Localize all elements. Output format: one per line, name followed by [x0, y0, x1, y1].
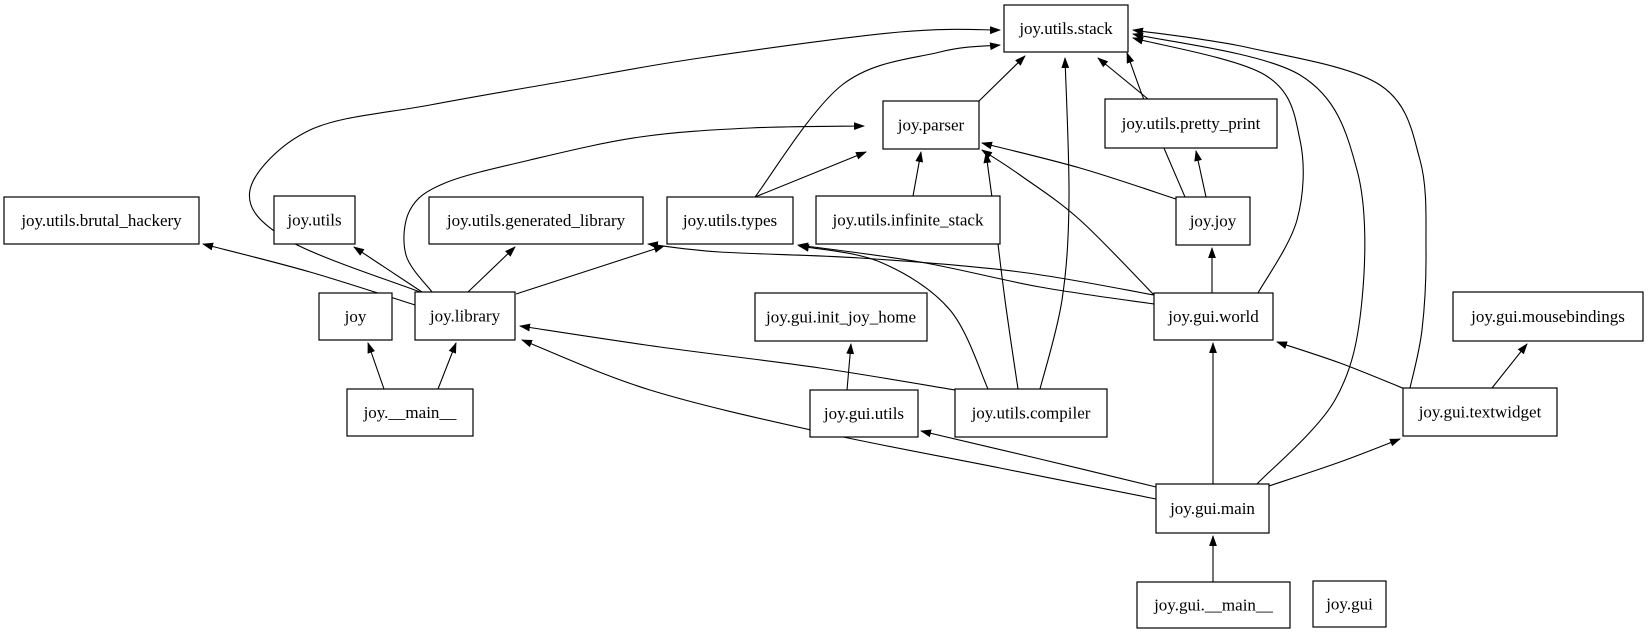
node-box-joy: [318, 292, 393, 341]
node-box-joy-utils-stack: [1003, 4, 1129, 53]
edge-joy-utils-types-to-joy-utils-stack: [754, 42, 1001, 198]
edge-joy-gui-world-to-joy-utils-stack: [1132, 36, 1304, 294]
edge-joy-gui-world-to-joy-parser: [981, 149, 1155, 296]
nodes-layer: joy.utils.stack joy.parser joy.utils.prett…: [3, 4, 1644, 629]
edge-joy-library-to-joy-utils: [353, 246, 423, 293]
node-joy-utils-brutal-hackery: joy.utils.brutal_hackery: [3, 196, 200, 245]
node-label-joy-utils-generated-library: joy.utils.generated_library: [446, 211, 626, 230]
edge-joy-joy-to-joy-utils-pretty-print: [1194, 150, 1207, 198]
node-label-joy-gui: joy.gui: [1325, 595, 1373, 614]
node-label-joy-utils-infinite-stack: joy.utils.infinite_stack: [832, 211, 984, 230]
node-joy-gui-textwidget: joy.gui.textwidget: [1402, 387, 1558, 437]
node-label-joy-joy: joy.joy: [1189, 212, 1237, 231]
edge-joy-utils-infinite-stack-to-joy-parser: [912, 151, 924, 197]
node-label-joy-utils-compiler: joy.utils.compiler: [971, 404, 1091, 423]
node-joy-joy: joy.joy: [1175, 196, 1251, 246]
node-label-joy-main: joy.__main__: [363, 403, 457, 422]
node-joy-utils-infinite-stack: joy.utils.infinite_stack: [815, 195, 1001, 245]
edge-joy-library-to-joy-utils-generated-library: [467, 246, 516, 293]
node-box-joy-utils-generated-library: [428, 196, 644, 245]
node-box-joy-gui: [1312, 580, 1387, 628]
edge-joy-joy-to-joy-parser: [981, 141, 1177, 200]
node-box-joy-gui-utils: [809, 389, 919, 438]
node-box-joy-utils: [273, 195, 356, 245]
edge-joy-utils-compiler-to-joy-parser: [983, 152, 1019, 390]
node-joy-utils-types: joy.utils.types: [666, 196, 794, 245]
edge-joy-utils-compiler-to-joy-library: [519, 323, 956, 391]
node-box-joy-utils-pretty-print: [1104, 98, 1278, 149]
node-box-joy-gui-world: [1153, 292, 1274, 341]
node-joy: joy: [318, 292, 393, 341]
node-label-joy-utils-stack: joy.utils.stack: [1018, 19, 1113, 38]
node-box-joy-parser: [882, 100, 980, 150]
node-joy-utils-pretty-print: joy.utils.pretty_print: [1104, 98, 1278, 149]
edge-joy-utils-compiler-to-joy-utils-types: [798, 244, 989, 390]
node-label-joy-gui-utils: joy.gui.utils: [823, 404, 904, 423]
node-joy-parser: joy.parser: [882, 100, 980, 150]
edge-joy-gui-utils-to-joy-gui-init-joy-home: [846, 343, 855, 391]
edge-joy-library-to-joy-utils-stack: [248, 26, 1001, 293]
node-box-joy-gui-main: [1155, 483, 1270, 534]
edge-joy-main-to-joy: [367, 342, 385, 390]
node-label-joy-gui-world: joy.gui.world: [1167, 307, 1259, 326]
node-joy-gui-utils: joy.gui.utils: [809, 389, 919, 438]
edge-joy-gui-main-to-joy-utils-stack: [1132, 32, 1366, 485]
node-joy-gui-init-joy-home: joy.gui.init_joy_home: [754, 292, 928, 342]
node-box-joy-library: [414, 291, 516, 341]
node-box-joy-utils-compiler: [954, 388, 1108, 438]
node-joy-utils-compiler: joy.utils.compiler: [954, 388, 1108, 438]
node-joy-gui: joy.gui: [1312, 580, 1387, 628]
node-box-joy-main: [346, 388, 474, 437]
edge-joy-library-to-joy-utils-types: [515, 245, 665, 295]
node-joy-gui-world: joy.gui.world: [1153, 292, 1274, 341]
edge-joy-gui-world-to-joy-utils-generated-library: [647, 241, 1155, 296]
node-label-joy-utils: joy.utils: [286, 211, 341, 230]
edge-joy-library-to-joy-parser: [403, 122, 865, 293]
node-box-joy-gui-mousebindings: [1452, 291, 1644, 342]
node-joy-gui-main: joy.gui.main: [1155, 483, 1270, 534]
node-label-joy-library: joy.library: [429, 307, 501, 326]
node-label-joy-gui-init-joy-home: joy.gui.init_joy_home: [765, 308, 916, 327]
node-joy-gui-main: joy.gui.__main__: [1136, 581, 1291, 629]
edge-joy-gui-main-to-joy-gui-textwidget: [1268, 438, 1401, 487]
edges-layer: [202, 26, 1528, 582]
node-joy-utils: joy.utils: [273, 195, 356, 245]
node-label-joy-gui-mousebindings: joy.gui.mousebindings: [1470, 307, 1625, 326]
node-label-joy-parser: joy.parser: [897, 116, 965, 135]
edge-joy-gui-world-to-joy-utils-types: [797, 242, 1155, 305]
node-label-joy-gui-main: joy.gui.main: [1169, 499, 1255, 518]
node-joy-utils-stack: joy.utils.stack: [1003, 4, 1129, 53]
node-label-joy: joy: [344, 307, 367, 326]
node-label-joy-gui-textwidget: joy.gui.textwidget: [1418, 403, 1542, 422]
edge-joy-gui-main-to-joy-gui-utils: [920, 429, 1157, 488]
edge-joy-utils-pretty-print-to-joy-utils-stack: [1097, 57, 1149, 100]
edge-joy-gui-textwidget-to-joy-utils-stack: [1132, 27, 1427, 389]
edge-joy-main-to-joy-library: [437, 342, 457, 390]
edge-joy-utils-compiler-to-joy-utils-stack: [1039, 57, 1070, 390]
node-joy-main: joy.__main__: [346, 388, 474, 437]
node-joy-library: joy.library: [414, 291, 516, 341]
node-box-joy-gui-main: [1136, 581, 1291, 629]
edge-joy-utils-types-to-joy-parser: [754, 151, 867, 198]
node-label-joy-utils-pretty-print: joy.utils.pretty_print: [1121, 114, 1261, 133]
node-box-joy-utils-brutal-hackery: [3, 196, 200, 245]
node-label-joy-gui-main: joy.gui.__main__: [1153, 596, 1273, 615]
edge-joy-gui-textwidget-to-joy-gui-world: [1276, 341, 1406, 390]
node-joy-utils-generated-library: joy.utils.generated_library: [428, 196, 644, 245]
node-label-joy-utils-types: joy.utils.types: [682, 211, 777, 230]
node-box-joy-utils-infinite-stack: [815, 195, 1001, 245]
node-box-joy-gui-init-joy-home: [754, 292, 928, 342]
node-box-joy-utils-types: [666, 196, 794, 245]
node-joy-gui-mousebindings: joy.gui.mousebindings: [1452, 291, 1644, 342]
node-box-joy-gui-textwidget: [1402, 387, 1558, 437]
node-box-joy-joy: [1175, 196, 1251, 246]
node-label-joy-utils-brutal-hackery: joy.utils.brutal_hackery: [20, 211, 182, 230]
edge-joy-parser-to-joy-utils-stack: [977, 55, 1026, 103]
edge-joy-gui-textwidget-to-joy-gui-mousebindings: [1491, 343, 1528, 389]
